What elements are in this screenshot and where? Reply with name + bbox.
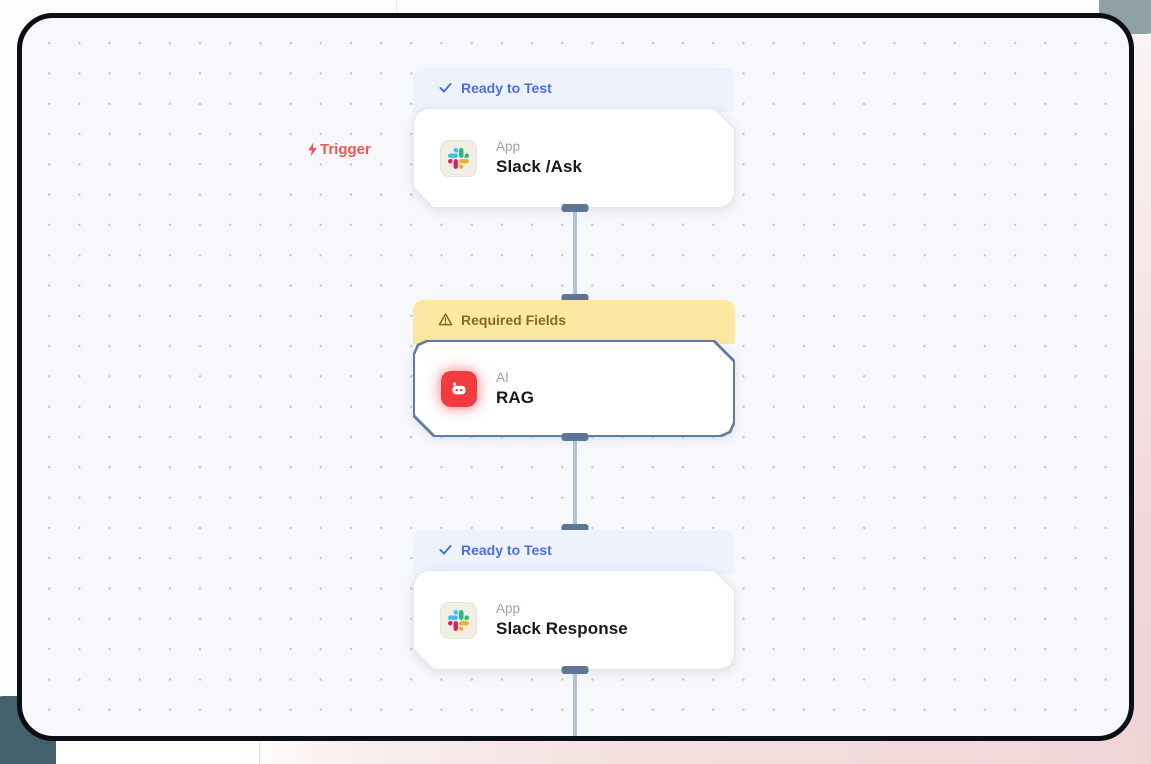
connector-edge xyxy=(561,433,588,532)
workflow-node-rag[interactable]: Required Fields xyxy=(413,300,735,437)
check-icon xyxy=(439,83,452,93)
slack-icon xyxy=(440,140,477,177)
status-badge: Required Fields xyxy=(413,300,735,344)
status-badge: Ready to Test xyxy=(413,530,735,574)
node-input-handle[interactable] xyxy=(561,524,588,532)
workflow-node-slack-response[interactable]: Ready to Test A xyxy=(413,530,735,670)
connector-edge xyxy=(561,666,588,736)
node-title: RAG xyxy=(496,387,535,407)
workflow-canvas-frame: Trigger Ready to Test xyxy=(17,13,1134,741)
slack-icon xyxy=(440,602,477,639)
node-card[interactable]: App Slack Response xyxy=(413,570,735,670)
robot-icon xyxy=(441,371,477,407)
workflow-node-slack-ask[interactable]: Ready to Test A xyxy=(413,68,735,208)
status-badge-label: Ready to Test xyxy=(461,541,552,558)
connector-edge xyxy=(561,204,588,302)
node-input-handle[interactable] xyxy=(561,294,588,302)
status-badge-label: Required Fields xyxy=(461,311,567,328)
node-output-handle[interactable] xyxy=(561,204,588,212)
workflow-canvas[interactable]: Trigger Ready to Test xyxy=(22,18,1129,736)
status-badge: Ready to Test xyxy=(413,68,735,112)
node-category-label: App xyxy=(496,601,521,616)
check-icon xyxy=(439,545,452,555)
node-title: Slack /Ask xyxy=(496,157,583,176)
lightning-bolt-icon xyxy=(308,142,317,157)
node-title: Slack Response xyxy=(496,619,628,638)
status-badge-label: Ready to Test xyxy=(461,79,552,96)
node-output-handle[interactable] xyxy=(561,433,588,441)
node-category-label: AI xyxy=(496,369,509,385)
warning-icon xyxy=(438,313,453,326)
node-card[interactable]: App Slack /Ask xyxy=(413,108,735,208)
trigger-label: Trigger xyxy=(306,141,371,158)
background-seam xyxy=(259,740,260,764)
trigger-label-text: Trigger xyxy=(320,141,371,158)
node-card[interactable]: AI RAG xyxy=(413,340,735,437)
node-output-handle[interactable] xyxy=(561,666,588,674)
node-category-label: App xyxy=(496,139,521,154)
background-seam xyxy=(396,0,397,14)
